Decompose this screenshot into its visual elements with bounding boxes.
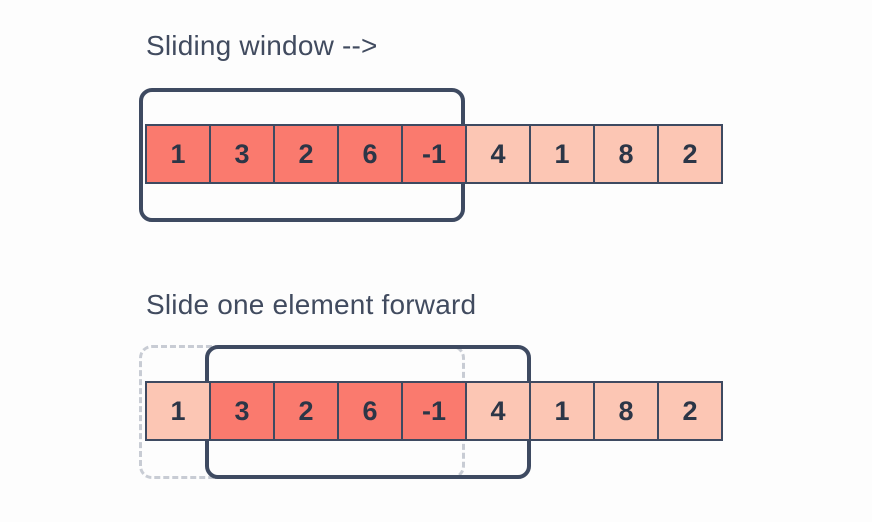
array-cell: 8 bbox=[593, 381, 659, 441]
array-cell: 4 bbox=[465, 124, 531, 184]
array-cell: 6 bbox=[337, 381, 403, 441]
array-cell: 6 bbox=[337, 124, 403, 184]
panel-2-heading: Slide one element forward bbox=[146, 289, 477, 320]
array-cell: -1 bbox=[401, 124, 467, 184]
array-cell: 1 bbox=[529, 124, 595, 184]
panel-1-heading: Sliding window --> bbox=[146, 30, 378, 61]
array-cell: 1 bbox=[145, 381, 211, 441]
array-cell: 2 bbox=[273, 124, 339, 184]
array-cell: 3 bbox=[209, 381, 275, 441]
array-cell: 2 bbox=[657, 124, 723, 184]
array-cell: 3 bbox=[209, 124, 275, 184]
array-cell: 2 bbox=[657, 381, 723, 441]
array-cell: 8 bbox=[593, 124, 659, 184]
array-cell: -1 bbox=[401, 381, 467, 441]
array-cell: 1 bbox=[529, 381, 595, 441]
array-cell: 2 bbox=[273, 381, 339, 441]
array-cell: 4 bbox=[465, 381, 531, 441]
array-cell: 1 bbox=[145, 124, 211, 184]
